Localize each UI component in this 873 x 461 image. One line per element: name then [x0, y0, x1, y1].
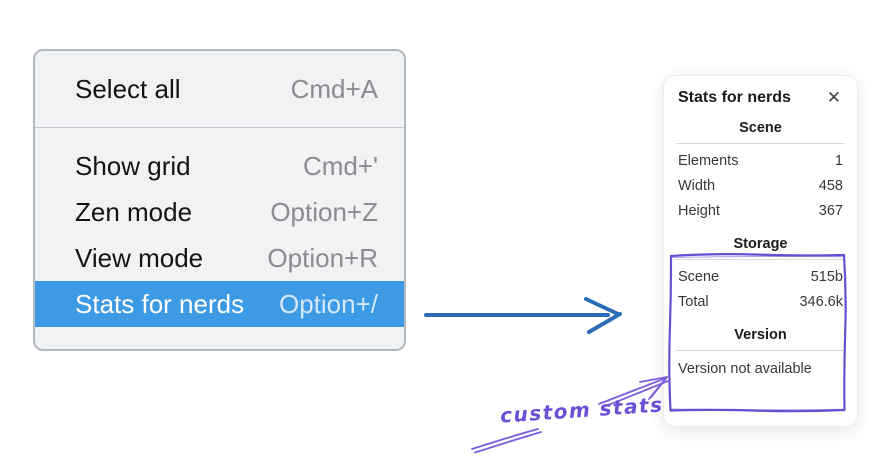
section-scene: Scene Elements 1 Width 458 Height 367 — [676, 120, 845, 223]
stat-value: 367 — [818, 202, 843, 219]
custom-stats-annotation: custom stats — [499, 392, 665, 428]
version-note: Version not available — [678, 361, 812, 377]
close-icon[interactable]: ✕ — [826, 87, 841, 108]
stats-panel-header: Stats for nerds ✕ — [676, 89, 845, 107]
menu-item-label: Select all — [75, 73, 181, 104]
stat-value: 346.6k — [799, 293, 843, 310]
menu-item-shortcut: Option+Z — [270, 196, 378, 227]
menu-item-shortcut: Option+/ — [278, 288, 378, 319]
menu-group-gap — [35, 128, 404, 143]
section-storage: Storage Scene 515b Total 346.6k — [676, 236, 845, 314]
menu-item-label: Stats for nerds — [75, 288, 245, 319]
section-version: Version Version not available — [676, 327, 845, 377]
section-rule — [676, 350, 845, 351]
stat-value: 1 — [834, 152, 843, 169]
section-rule — [676, 259, 845, 260]
section-heading: Scene — [739, 120, 782, 136]
section-heading: Version — [734, 327, 787, 343]
menu-item-zen-mode[interactable]: Zen mode Option+Z — [35, 189, 404, 235]
menu-item-label: View mode — [75, 242, 204, 273]
menu-item-label: Show grid — [75, 150, 191, 181]
stat-label: Elements — [678, 152, 739, 169]
stat-value: 458 — [818, 177, 843, 194]
section-heading: Storage — [733, 236, 788, 252]
menu-item-shortcut: Cmd+' — [302, 150, 378, 181]
menu-item-view-mode[interactable]: View mode Option+R — [35, 235, 404, 281]
stat-value: 515b — [810, 268, 843, 285]
section-rule — [676, 143, 845, 144]
stat-label: Height — [678, 202, 720, 219]
menu-item-stats-for-nerds[interactable]: Stats for nerds Option+/ — [35, 281, 404, 327]
stats-panel-title: Stats for nerds — [678, 89, 791, 106]
stat-row-width: Width 458 — [676, 173, 845, 198]
menu-item-show-grid[interactable]: Show grid Cmd+' — [35, 143, 404, 189]
stat-row-height: Height 367 — [676, 198, 845, 223]
stat-row-elements: Elements 1 — [676, 148, 845, 173]
stat-label: Total — [678, 293, 709, 310]
menu-item-select-all[interactable]: Select all Cmd+A — [35, 51, 404, 127]
menu-separator — [35, 127, 404, 128]
stat-label: Scene — [678, 268, 720, 285]
context-menu: Select all Cmd+A Show grid Cmd+' Zen mod… — [33, 49, 406, 351]
stat-label: Width — [678, 177, 716, 194]
menu-item-shortcut: Cmd+A — [290, 73, 378, 104]
menu-item-label: Zen mode — [75, 196, 193, 227]
menu-item-shortcut: Option+R — [267, 242, 378, 273]
stat-row-total-storage: Total 346.6k — [676, 289, 845, 314]
stat-row-scene-storage: Scene 515b — [676, 264, 845, 289]
stats-panel: Stats for nerds ✕ Scene Elements 1 Width… — [663, 75, 858, 427]
